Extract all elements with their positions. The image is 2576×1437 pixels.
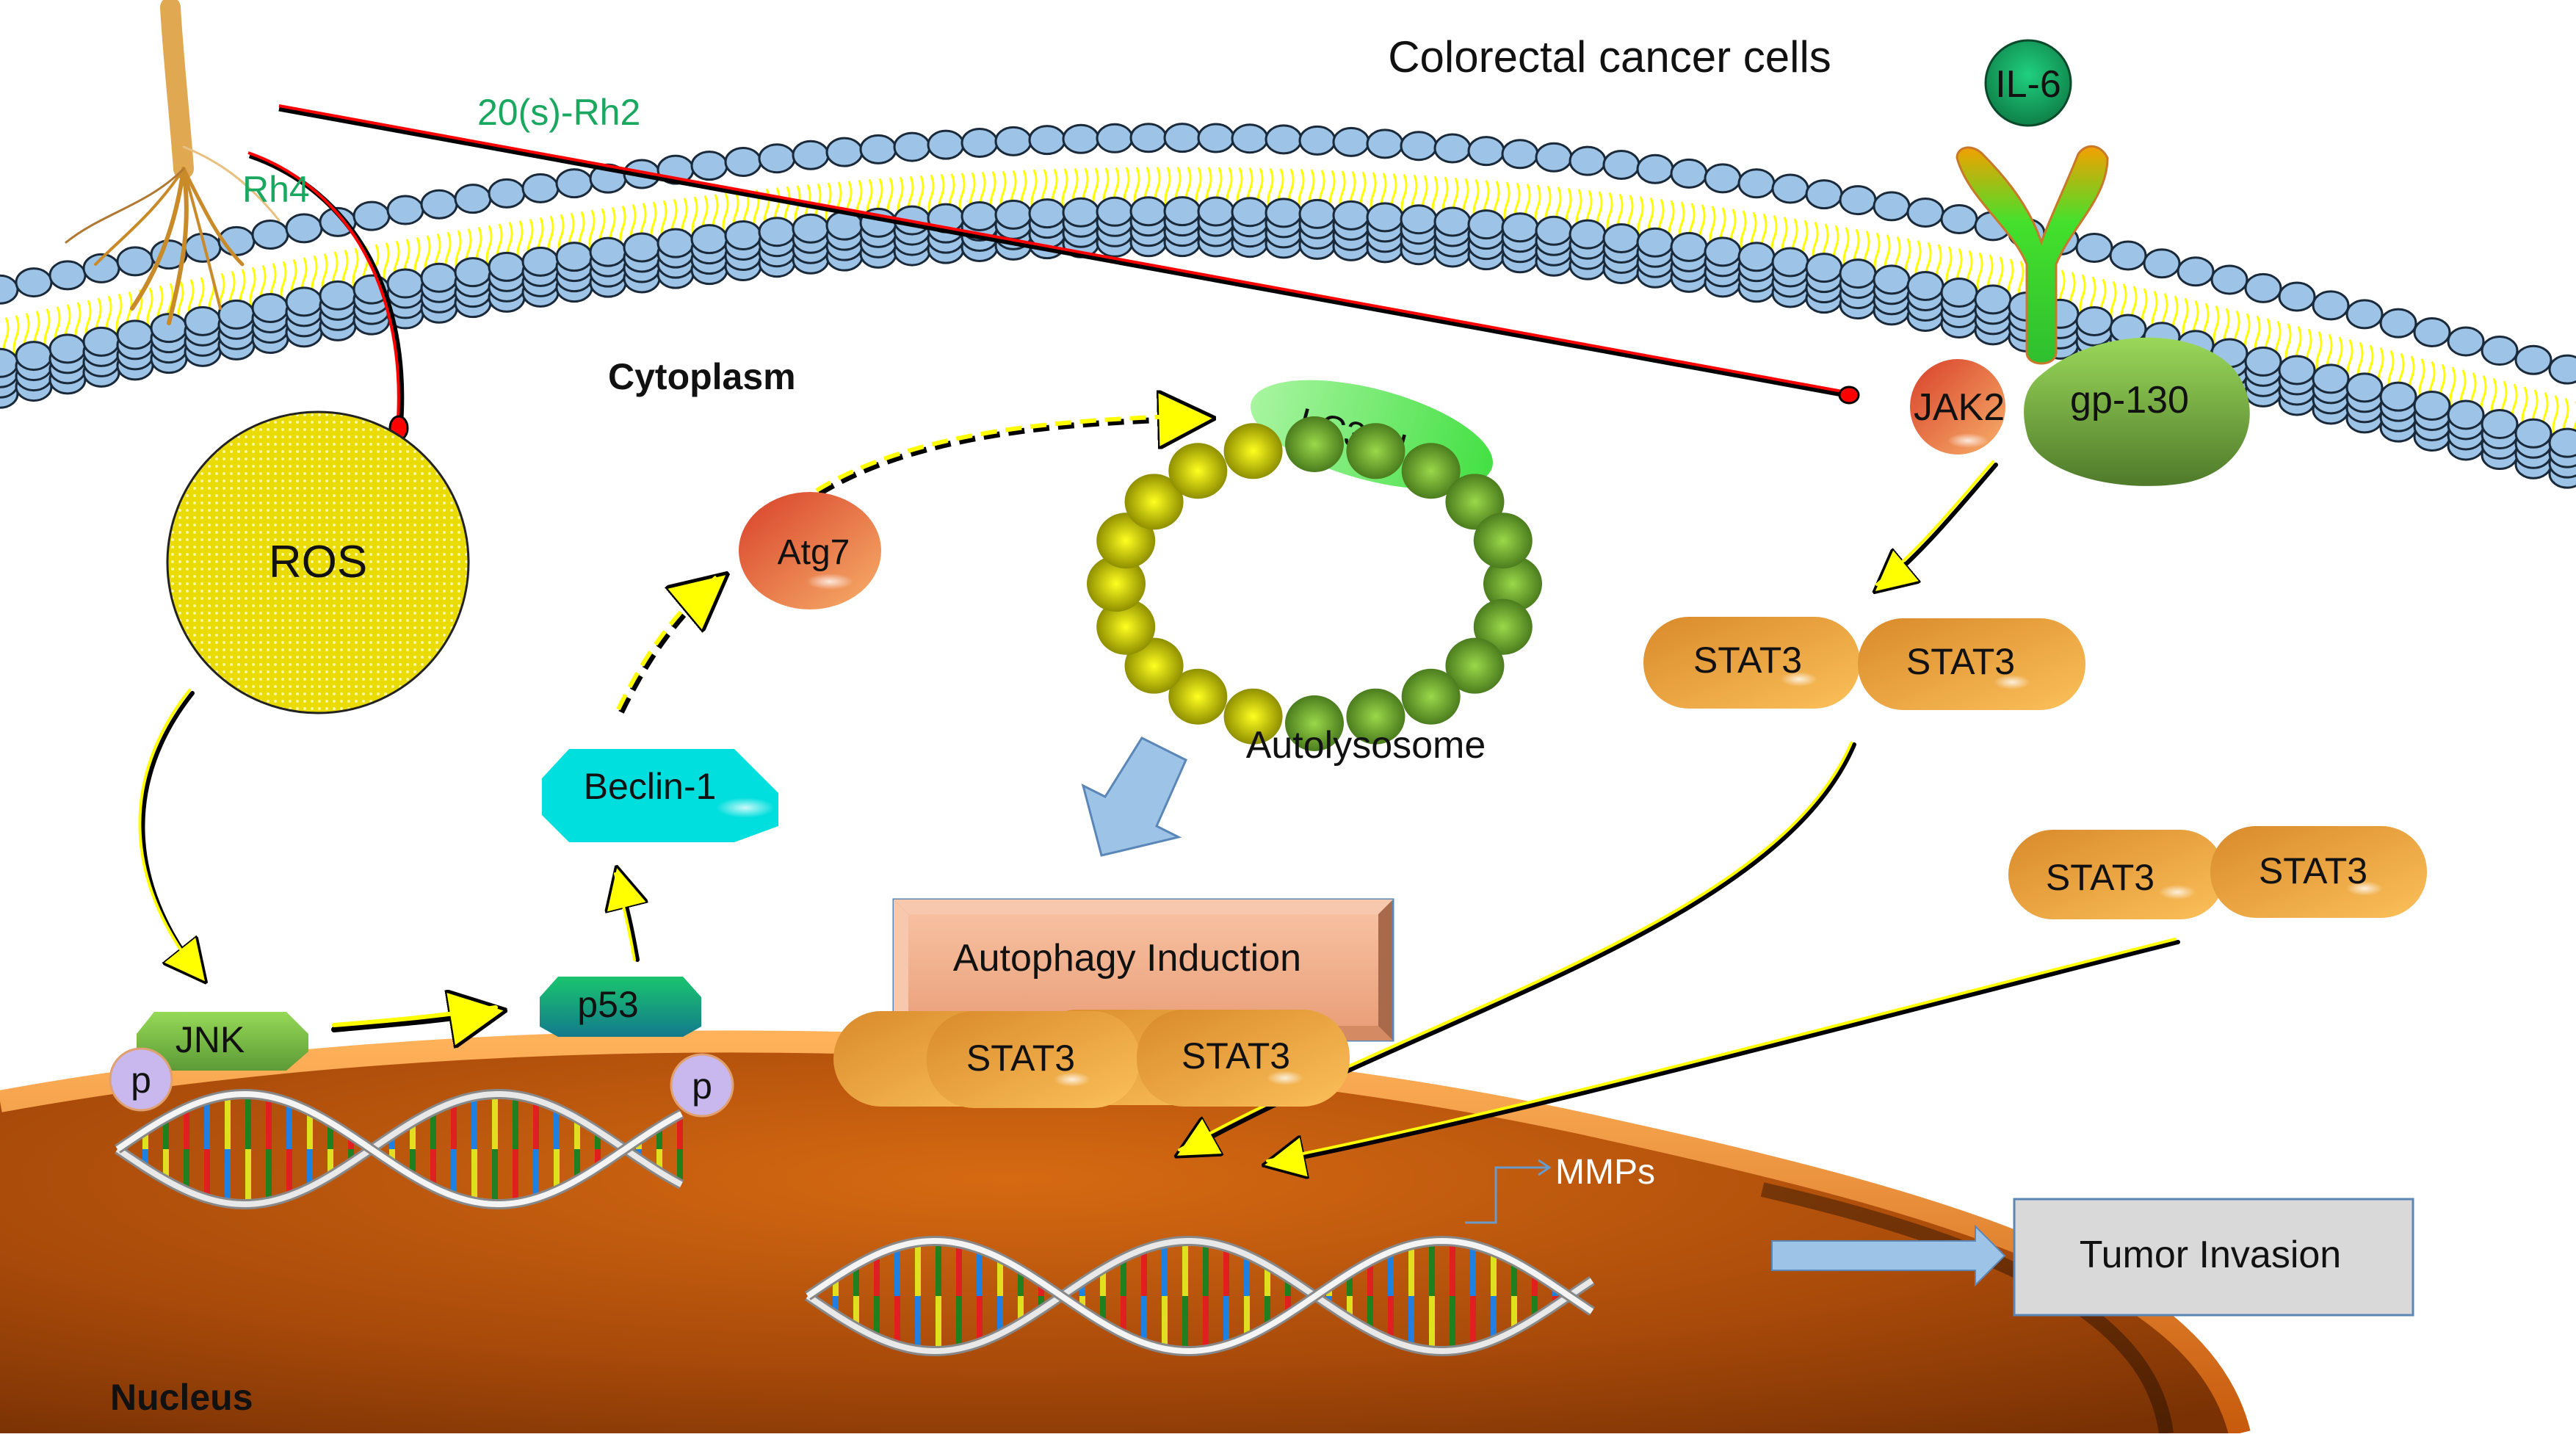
stat3-label: STAT3 [1693,640,1802,681]
tumor-invasion-label: Tumor Invasion [2080,1234,2341,1276]
stat3-label: STAT3 [2259,850,2367,891]
ros-label: ROS [269,537,367,587]
phospho-p53-label: p [692,1065,712,1107]
stat3-dimer-cytoplasm [1643,617,2085,710]
autolysosome-label: Autolysosome [1246,724,1486,767]
dna-helix-center [805,1235,1595,1357]
beclin1-label: Beclin-1 [584,766,717,807]
stat3-label: STAT3 [2046,857,2154,898]
arrow-jak2-stat3 [1880,463,1998,587]
dna-helix-left [115,1088,684,1210]
tumor-invasion-box [2013,1198,2414,1317]
phospho-jnk [109,1047,173,1112]
p53-label: p53 [577,984,638,1025]
arrow-jnk-p53 [331,1012,496,1029]
arrow-stat3-nucleus-2 [1270,940,2180,1164]
transcription-start-icon [1465,1159,1552,1224]
stat3-label: STAT3 [1906,641,2015,682]
autolysosome [1087,416,1542,751]
arrow-beclin-atg7 [618,580,720,714]
il6-receptor [1955,145,2109,365]
atg7-label: Atg7 [778,533,850,572]
arrow-atg7-lc3 [817,419,1204,496]
indirect-arrows [616,416,1204,714]
jnk-label: JNK [176,1019,245,1060]
arrow-p53-beclin [618,874,637,962]
nucleus-label: Nucleus [110,1377,253,1418]
mmps-label: MMPs [1555,1153,1655,1192]
jak2 [1910,359,2005,455]
arrow-autolysosome-autophagy [1081,736,1187,857]
cytoplasm-label: Cytoplasm [608,356,796,397]
rh2-inhibition-line [278,106,1855,399]
beclin1 [542,749,778,842]
autophagy-induction-label: Autophagy Induction [953,937,1301,980]
gp130-label: gp-130 [2070,379,2189,421]
p53 [540,977,701,1037]
stat3-dimer-free [2008,826,2427,919]
gp130 [2024,337,2250,486]
rh2-inhibition-end [1838,386,1860,405]
title-label: Colorectal cancer cells [1388,32,1831,82]
phospho-p53 [670,1053,734,1118]
il6-label: IL-6 [1995,63,2061,106]
rh2-label: 20(s)-Rh2 [477,92,640,133]
jnk [137,1012,308,1071]
stat3-label: STAT3 [966,1038,1075,1079]
rh4-label: Rh4 [242,169,310,210]
ros [166,410,470,714]
ginseng-root-icon [65,0,281,325]
jak2-label: JAK2 [1914,386,2005,429]
arrow-mmps-invasion [1771,1224,2006,1287]
phospho-jnk-label: p [131,1060,151,1101]
stat3-label: STAT3 [1182,1035,1290,1076]
il6-ligand [1984,39,2072,127]
